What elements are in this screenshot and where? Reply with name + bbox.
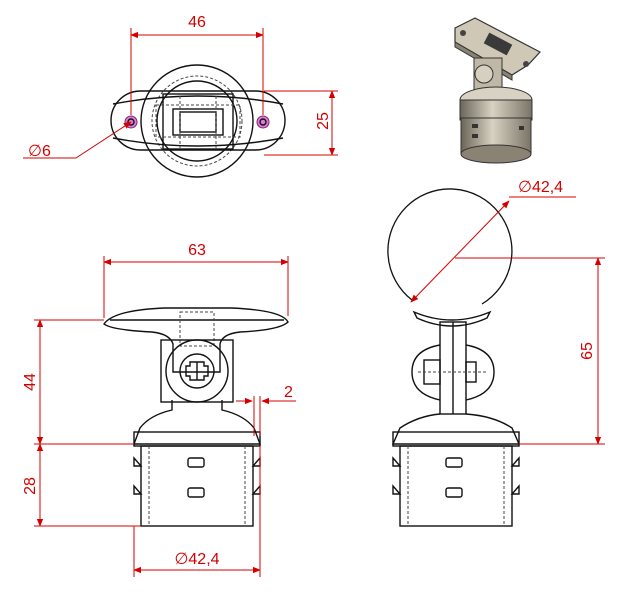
hole-right-marker (256, 115, 270, 129)
dim-25-label: 25 (315, 112, 332, 130)
dim-63-label: 63 (188, 242, 206, 259)
dim-28-label: 28 (22, 477, 39, 495)
isometric-preview (454, 17, 541, 164)
dim-side-dia-label: ∅42,4 (518, 179, 563, 196)
diameter-symbol: ∅ (28, 143, 42, 160)
front-view (103, 307, 289, 527)
dim-2-label: 2 (284, 384, 293, 401)
dim-42-4-value: 42,4 (188, 551, 219, 568)
top-view-dimensions: 46 25 ∅6 (23, 14, 338, 160)
dim-46-label: 46 (188, 14, 206, 31)
side-view-dimensions: ∅42,4 65 (410, 179, 605, 445)
diameter-symbol: ∅ (174, 551, 188, 568)
dim-42-4-side-value: 42,4 (532, 179, 563, 196)
front-view-dimensions: 63 44 28 2 ∅42,4 (22, 242, 296, 577)
dim-44-label: 44 (22, 373, 39, 391)
top-view (110, 64, 286, 178)
dim-6-value: 6 (42, 143, 51, 160)
diameter-symbol: ∅ (518, 179, 532, 196)
dim-65-label: 65 (579, 342, 596, 360)
dim-hole-dia-label: ∅6 (28, 143, 51, 160)
side-view (387, 188, 521, 527)
dim-base-dia-label: ∅42,4 (174, 551, 219, 568)
